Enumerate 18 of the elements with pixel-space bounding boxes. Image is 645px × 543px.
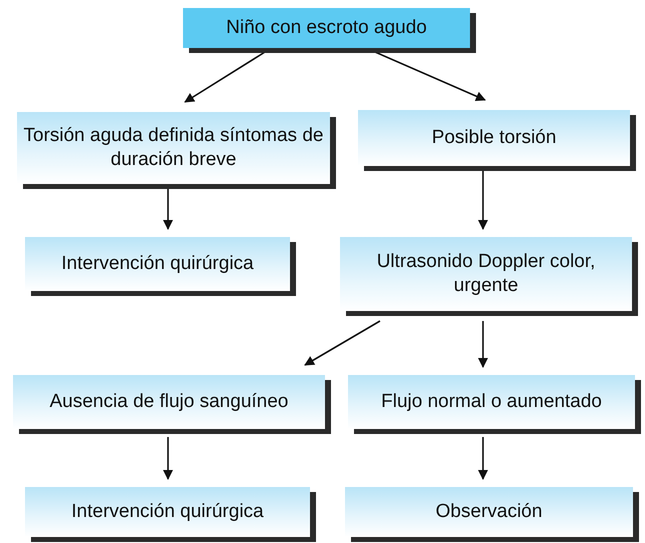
process-box: [345, 487, 633, 537]
box-text: Observación: [436, 500, 542, 524]
process-box: [348, 375, 635, 429]
box-text: Flujo normal o aumentado: [381, 390, 602, 414]
box-text: Intervención quirúrgica: [71, 500, 264, 524]
process-box: [183, 8, 470, 48]
arrow: [304, 320, 380, 366]
box-text: Ausencia de flujo sanguíneo: [50, 390, 288, 414]
process-box: [25, 237, 290, 291]
process-box: [13, 375, 325, 429]
arrow: [478, 321, 488, 368]
box-text: Intervención quirúrgica: [61, 252, 254, 276]
process-box: [25, 487, 310, 537]
process-box: [358, 110, 630, 166]
box-text: Ultrasonido Doppler color, urgente: [376, 250, 596, 298]
box-text: Posible torsión: [432, 126, 556, 150]
box-text: Niño con escroto agudo: [226, 16, 427, 40]
box-text: Torsión aguda definida síntomas de duración breve: [23, 124, 324, 172]
